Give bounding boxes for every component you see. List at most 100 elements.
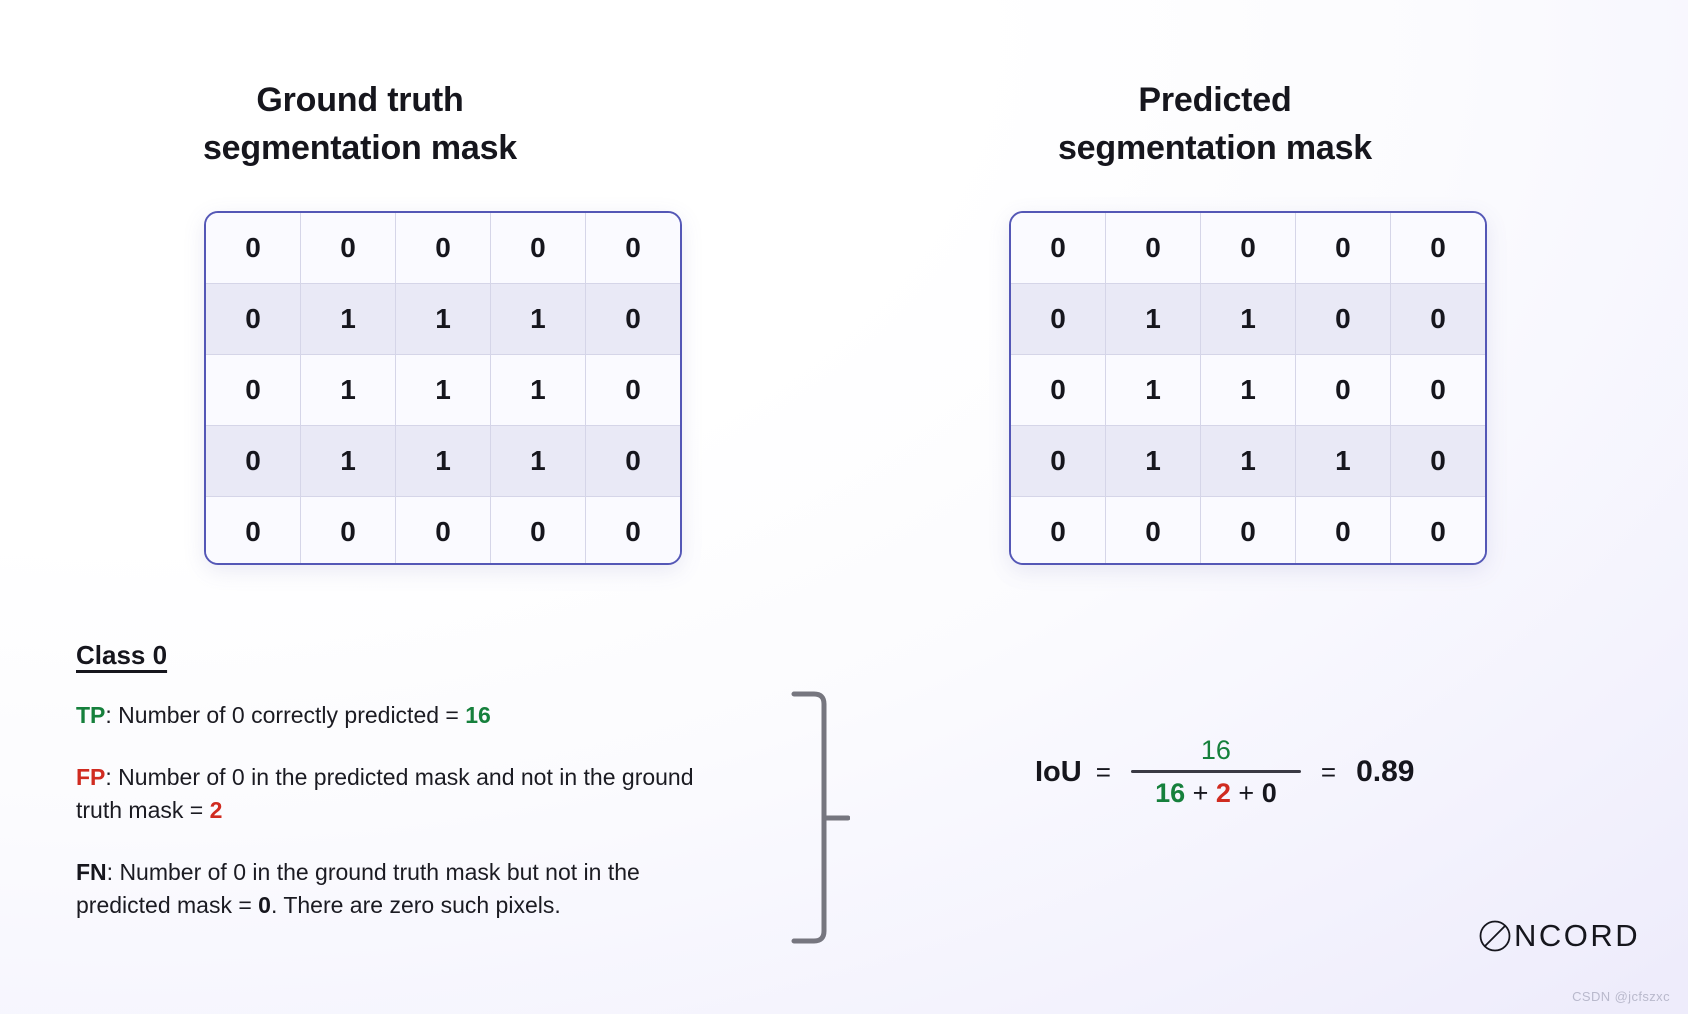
mask-cell-r1-c1: 0 (1011, 213, 1106, 284)
iou-numerator: 16 (1200, 735, 1231, 765)
iou-equals-1: = (1095, 756, 1111, 787)
iou-equals-2: = (1320, 756, 1337, 787)
mask-cell-r1-c3: 0 (1199, 213, 1296, 284)
mask-cell-r4-c5: 0 (1389, 425, 1485, 497)
mask-cell-r5-c1: 0 (1011, 496, 1106, 563)
metric-line-fp: FP: Number of 0 in the predicted mask an… (76, 761, 736, 826)
mask-cell-r2-c1: 0 (1011, 283, 1106, 355)
den-plus-2: + (1230, 778, 1262, 808)
class-heading: Class 0 (76, 640, 168, 670)
mask-cell-r2-c4: 1 (489, 283, 586, 355)
mask-cell-r4-c1: 0 (206, 425, 301, 497)
mask-cell-r4-c3: 1 (1199, 425, 1296, 497)
iou-fraction: 16 16 + 2 + 0 (1130, 735, 1301, 809)
mask-cell-r3-c4: 0 (1294, 354, 1391, 426)
mask-cell-r1-c2: 0 (300, 213, 396, 284)
mask-cell-r3-c1: 0 (206, 354, 301, 426)
metric-line-fn: FN: Number of 0 in the ground truth mask… (76, 856, 736, 921)
mask-cell-r3-c5: 0 (584, 354, 680, 426)
bracket-connector-icon (791, 691, 850, 944)
predicted-title: Predicted segmentation mask (1057, 81, 1373, 168)
mask-cell-r2-c1: 0 (206, 283, 301, 355)
mask-cell-r5-c2: 0 (1105, 496, 1201, 563)
mask-cell-r4-c1: 0 (1011, 425, 1106, 497)
mask-cell-r5-c3: 0 (394, 496, 491, 563)
mask-cell-r1-c1: 0 (206, 213, 301, 284)
den-plus-1: + (1185, 778, 1216, 808)
den-tp: 16 (1155, 778, 1186, 808)
mask-cell-r2-c3: 1 (1199, 283, 1296, 355)
mask-cell-r1-c5: 0 (584, 213, 680, 284)
mask-cell-r3-c3: 1 (1199, 354, 1296, 426)
iou-formula: IoU = 16 16 + 2 + 0 = 0.89 (1035, 735, 1414, 809)
ground-truth-title: Ground truth segmentation mask (202, 81, 518, 168)
fp-text: : Number of 0 in the predicted mask and … (76, 764, 694, 823)
den-fp: 2 (1215, 778, 1231, 808)
iou-label: IoU (1035, 755, 1082, 788)
mask-cell-r1-c4: 0 (1294, 213, 1391, 284)
mask-cell-r5-c5: 0 (1389, 496, 1485, 563)
mask-cell-r1-c3: 0 (394, 213, 491, 284)
tp-tag: TP (76, 702, 106, 728)
fn-text-after: . There are zero such pixels. (270, 891, 561, 918)
mask-cell-r1-c5: 0 (1389, 213, 1485, 284)
mask-cell-r4-c2: 1 (300, 425, 396, 497)
iou-denominator: 16 + 2 + 0 (1155, 773, 1277, 809)
mask-cell-r5-c3: 0 (1199, 496, 1296, 563)
mask-cell-r2-c5: 0 (1389, 283, 1485, 355)
mask-cell-r5-c1: 0 (206, 496, 301, 563)
den-fn: 0 (1261, 778, 1277, 808)
tp-text: : Number of 0 correctly predicted = (105, 702, 466, 728)
mask-cell-r2-c2: 1 (300, 283, 396, 355)
mask-cell-r4-c4: 1 (489, 425, 586, 497)
metric-line-tp: TP: Number of 0 correctly predicted = 16 (76, 699, 736, 731)
fp-value: 2 (209, 796, 223, 823)
fraction-bar (1130, 770, 1301, 773)
fn-text: : Number of 0 in the ground truth mask b… (76, 859, 640, 918)
mask-cell-r1-c4: 0 (489, 213, 586, 284)
watermark: CSDN @jcfszxc (1572, 989, 1670, 1004)
mask-cell-r2-c4: 0 (1294, 283, 1391, 355)
mask-cell-r3-c3: 1 (394, 354, 491, 426)
tp-value: 16 (465, 702, 491, 728)
mask-cell-r2-c5: 0 (584, 283, 680, 355)
mask-cell-r4-c5: 0 (584, 425, 680, 497)
mask-cell-r3-c4: 1 (489, 354, 586, 426)
mask-cell-r5-c4: 0 (489, 496, 586, 563)
mask-cell-r1-c2: 0 (1105, 213, 1201, 284)
encord-wordmark: NCORD (1514, 918, 1641, 953)
mask-cell-r3-c2: 1 (1105, 354, 1201, 426)
mask-cell-r3-c1: 0 (1011, 354, 1106, 426)
mask-cell-r4-c2: 1 (1105, 425, 1201, 497)
iou-result: 0.89 (1356, 755, 1415, 788)
mask-cell-r4-c4: 1 (1294, 425, 1391, 497)
mask-cell-r5-c5: 0 (584, 496, 680, 563)
mask-cell-r3-c2: 1 (300, 354, 396, 426)
class-metrics-block: Class 0 TP: Number of 0 correctly predic… (76, 640, 736, 921)
encord-logo: NCORD (1478, 918, 1640, 954)
fn-tag: FN (76, 859, 107, 886)
mask-cell-r2-c2: 1 (1105, 283, 1201, 355)
mask-cell-r2-c3: 1 (394, 283, 491, 355)
mask-cell-r4-c3: 1 (394, 425, 491, 497)
encord-e-mark-icon (1479, 920, 1511, 952)
fp-tag: FP (76, 764, 106, 791)
mask-cell-r5-c2: 0 (300, 496, 396, 563)
mask-cell-r3-c5: 0 (1389, 354, 1485, 426)
mask-cell-r5-c4: 0 (1294, 496, 1391, 563)
